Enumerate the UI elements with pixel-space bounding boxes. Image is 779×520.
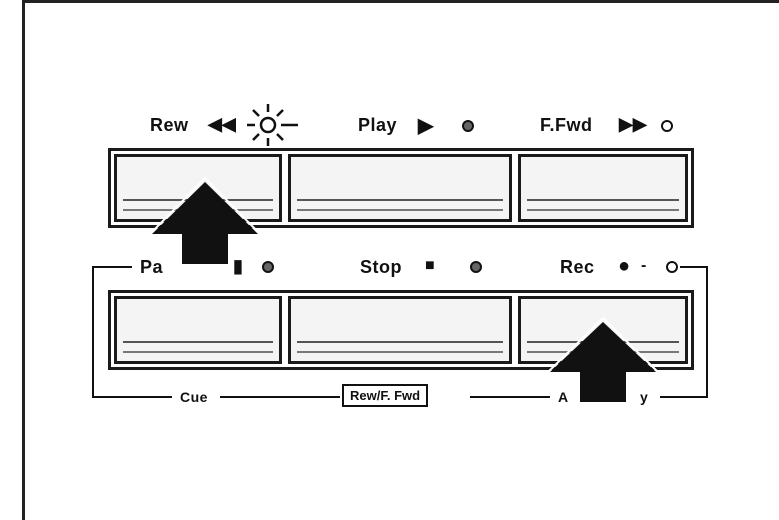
bracket-top-right-line <box>680 266 708 268</box>
stop-led-icon <box>470 261 482 273</box>
rew-press-arrow-icon <box>145 176 265 267</box>
rew-label: Rew <box>150 115 189 135</box>
pause-label: Pa <box>140 257 164 277</box>
rec-label: Rec <box>560 257 595 277</box>
stop-key[interactable] <box>288 296 512 364</box>
stop-icon: ■ <box>425 257 435 274</box>
rewind-icon: ◀◀ <box>208 114 236 134</box>
pause-led-icon <box>262 261 274 273</box>
play-key[interactable] <box>288 154 512 222</box>
bracket-bottom-line-3 <box>470 396 550 398</box>
record-icon: ● <box>618 255 631 277</box>
ffwd-key[interactable] <box>518 154 688 222</box>
pause-key[interactable] <box>114 296 282 364</box>
bracket-left-line <box>92 266 94 398</box>
pause-icon: ▮ <box>233 256 243 276</box>
bracket-right-line <box>706 266 708 398</box>
bracket-bottom-line-2 <box>220 396 340 398</box>
right-label-suffix: y <box>640 389 649 405</box>
panel-frame <box>22 0 779 520</box>
bracket-top-left-line <box>92 266 132 268</box>
cue-label: Cue <box>180 389 208 405</box>
fast-forward-icon: ▶▶ <box>619 114 647 134</box>
press-arrows <box>145 176 663 405</box>
stop-label: Stop <box>360 257 402 277</box>
ffwd-label: F.Fwd <box>540 115 593 135</box>
rec-led-icon <box>666 261 678 273</box>
ffwd-led-icon <box>661 120 673 132</box>
play-icon: ▶ <box>418 115 434 137</box>
rew-ffwd-box-label: Rew/F. Fwd <box>342 384 429 407</box>
play-label: Play <box>358 115 398 135</box>
bracket-bottom-line-4 <box>660 396 708 398</box>
right-label-prefix: A <box>558 389 569 405</box>
rec-press-arrow-icon <box>543 316 663 405</box>
bracket-bottom-line-1 <box>92 396 172 398</box>
rew-led-lit-icon <box>247 104 298 146</box>
play-led-icon <box>462 120 474 132</box>
rec-dash-icon: - <box>641 257 647 274</box>
